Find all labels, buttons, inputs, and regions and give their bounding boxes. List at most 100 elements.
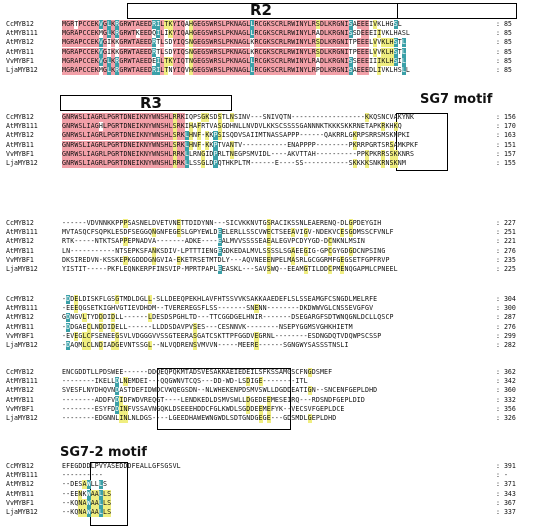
sequence-residues: --KQNAWAALLS: [62, 498, 112, 508]
alignment-row: AtMYB111-EEEQGSETKIGHVGTIEVDHDM--TVERERE…: [0, 304, 550, 314]
sg7-2-motif-label: SG7-2 motif: [60, 445, 147, 460]
sequence-residues: --------IKELLDLNEMDEI---QQGWNVTCQS---DD-…: [62, 377, 308, 387]
sequence-residues: GNRWSLIAGRLPGRTDNEIKNYWNSHLSRKLHNF-KKPSI…: [62, 131, 410, 141]
sequence-residues: --------ESYFDDINFVSSAVNGQKLDSEEEHDDCFGLK…: [62, 404, 345, 414]
sequence-end-position: : 151: [496, 140, 516, 149]
alignment-row: VvMYBF1 GNRWSLIAGRLPGRTDNEIKNYWNSHLRRKLLR…: [0, 149, 550, 159]
alignment-row: AtMYB12--DESAWLLLS: 371: [0, 480, 550, 490]
alignment-row: AtMYB11 --------ADDFVDIDFWDVREQGT----LEND…: [0, 395, 550, 405]
sequence-end-position: : 332: [496, 395, 516, 404]
sequence-residues: MGRAPCCEKMGLKRGRWTKEEDQILIKYIQAHGEGSWRSL…: [62, 29, 410, 39]
sequence-name: AtMYB11: [6, 489, 34, 498]
sequence-end-position: : 276: [496, 246, 516, 255]
sequence-name: AtMYB111: [6, 471, 38, 480]
sequence-name: CcMYB12: [6, 462, 34, 470]
sequence-name: AtMYB11: [6, 395, 34, 404]
sequence-end-position: : 163: [496, 131, 516, 140]
sequence-residues: GNRWSLIAGHLPGRTDNEIKNYWNSHLSRKIHAFRTVASG…: [62, 122, 402, 132]
sequence-end-position: : 157: [496, 149, 516, 158]
sequence-residues: --KQNAWAALLS: [62, 508, 112, 517]
sequence-residues: GNRWSLIAGRLPGRTDNEIKNYWNSHLRRKLLRNGIDPRL…: [62, 149, 414, 159]
alignment-row: LjaMYB12 -DAQMLCLNDIADGEVNTSSGL--NLVQDREN…: [0, 341, 550, 350]
sequence-name: CcMYB12: [6, 219, 34, 227]
sequence-residues: --DESAWLLLS: [62, 480, 107, 490]
r3-label: R3: [140, 94, 162, 112]
r2-label: R2: [250, 1, 272, 19]
sequence-name: AtMYB11: [6, 246, 34, 255]
sequence-end-position: : 304: [496, 295, 516, 303]
sequence-end-position: : 251: [496, 228, 516, 237]
alignment-row: VvMYBF1 --KQNAWAALLS : 367: [0, 498, 550, 508]
sequence-end-position: : 282: [496, 341, 516, 349]
sequence-end-position: : 235: [496, 255, 516, 264]
sequence-residues: --------ADDFVDIDFWDVREQGT----LENDKEDLDSM…: [62, 395, 365, 405]
r3-region-bar: [60, 95, 232, 111]
sequence-name: AtMYB111: [6, 228, 38, 237]
sequence-name: AtMYB12: [6, 237, 34, 246]
alignment-row: CcMYB12-DDELDISKFLGSGTMDLDGLL-SLLDEEQPEK…: [0, 295, 550, 304]
sequence-residues: --EENKWAALLS: [62, 489, 112, 499]
sg7-motif-label: SG7 motif: [420, 92, 493, 107]
sequence-end-position: : 85: [496, 56, 512, 65]
sequence-name: VvMYBF1: [6, 149, 34, 158]
sequence-end-position: : 85: [496, 47, 512, 56]
sequence-residues: MGRAPCCEKVGIKKGRWTAEEDRTLSDYIQSNGEGSWRSL…: [62, 47, 406, 57]
sequence-end-position: : 225: [496, 265, 516, 273]
sequence-end-position: : 85: [496, 20, 512, 28]
sequence-name: AtMYB111: [6, 377, 38, 386]
alignment-row: CcMYB12 EFEGDDDLPVYASEDDDFEALLGFSGSVL : 39…: [0, 462, 550, 471]
sequence-name: VvMYBF1: [6, 498, 34, 507]
block5-highlight-box: [157, 368, 291, 430]
sequence-name: AtMYB11: [6, 140, 34, 149]
sequence-end-position: : -: [496, 471, 508, 480]
sequence-residues: MGRAPCCEKVGLKRGRWTAEEDEILTKYIQTNGEGSWRSL…: [62, 56, 406, 66]
sequence-residues: MGRAPCCEKMGLKRGRWTAEEDRILTNYIQVHGEGSWRSL…: [62, 66, 410, 75]
sequence-residues: ----------: [62, 471, 103, 480]
sequence-residues: GNRWSLIAGRLPGRTDNEIKNYWNSHLRRKIQPSGKSDST…: [62, 113, 414, 122]
sequence-end-position: : 300: [496, 304, 516, 313]
sequence-name: LjaMYB12: [6, 66, 38, 74]
sequence-name: AtMYB111: [6, 29, 38, 38]
sequence-end-position: : 342: [496, 377, 516, 386]
sequence-end-position: : 337: [496, 508, 516, 516]
sequence-end-position: : 391: [496, 462, 516, 470]
alignment-row: VvMYBF1--------ESYFDDINFVSSAVNGQKLDSEEEH…: [0, 404, 550, 414]
sequence-name: LjaMYB12: [6, 265, 38, 273]
sequence-residues: EFEGDDDLPVYASEDDDFEALLGFSGSVL: [62, 462, 181, 470]
alignment-row: LjaMYB12 --------EDGNNLINLNLDGS----LGEEDH…: [0, 414, 550, 423]
sequence-residues: YISTIT-----PKFLEQNKERPFINSVIP-MPRTPAPLEE…: [62, 265, 398, 274]
sg7-motif-box: [396, 113, 448, 171]
sequence-name: AtMYB111: [6, 122, 38, 131]
sequence-residues: -EVEGLCFSENEEGSVLVDGGGVVSSGTEERASGATCSKT…: [62, 331, 382, 341]
sequence-end-position: : 85: [496, 66, 512, 74]
sequence-residues: RTK-----NTKTSAPPEPNADVA-------ADKE----EA…: [62, 237, 365, 247]
sequence-name: AtMYB12: [6, 38, 34, 47]
sequence-residues: ENCGDDTLLPDSWEE------DDQEQPQKMTADSVESAKK…: [62, 368, 333, 377]
sequence-residues: -DAQMLCLNDIADGEVNTSSGL--NLVQDRENSVMVVN--…: [62, 341, 349, 350]
sequence-residues: -EEEQGSETKIGHVGTIEVDHDM--TVEREREGSFLSS--…: [62, 304, 374, 314]
sequence-residues: -DDELDISKFLGSGTMDLDGLL-SLLDEEQPEKHLAVFHT…: [62, 295, 378, 304]
sequence-residues: SVESFLNYDHQVNDASTDEFIDWDCVWQEGSDN--NLWHE…: [62, 386, 378, 396]
sequence-end-position: : 362: [496, 368, 516, 376]
sequence-end-position: : 155: [496, 159, 516, 167]
sequence-end-position: : 367: [496, 498, 516, 507]
alignment-row: AtMYB11--EENKWAALLS: 343: [0, 489, 550, 499]
sequence-name: AtMYB11: [6, 322, 34, 331]
sequence-end-position: : 287: [496, 313, 516, 322]
sequence-name: AtMYB12: [6, 480, 34, 489]
sequence-name: LjaMYB12: [6, 414, 38, 422]
sequence-residues: --------EDGNNLINLNLDGS----LGEEDHAWEWNGWD…: [62, 414, 337, 423]
alignment-row: AtMYB111 ---------- : -: [0, 471, 550, 480]
sequence-name: LjaMYB12: [6, 341, 38, 349]
sequence-end-position: : 85: [496, 29, 512, 38]
